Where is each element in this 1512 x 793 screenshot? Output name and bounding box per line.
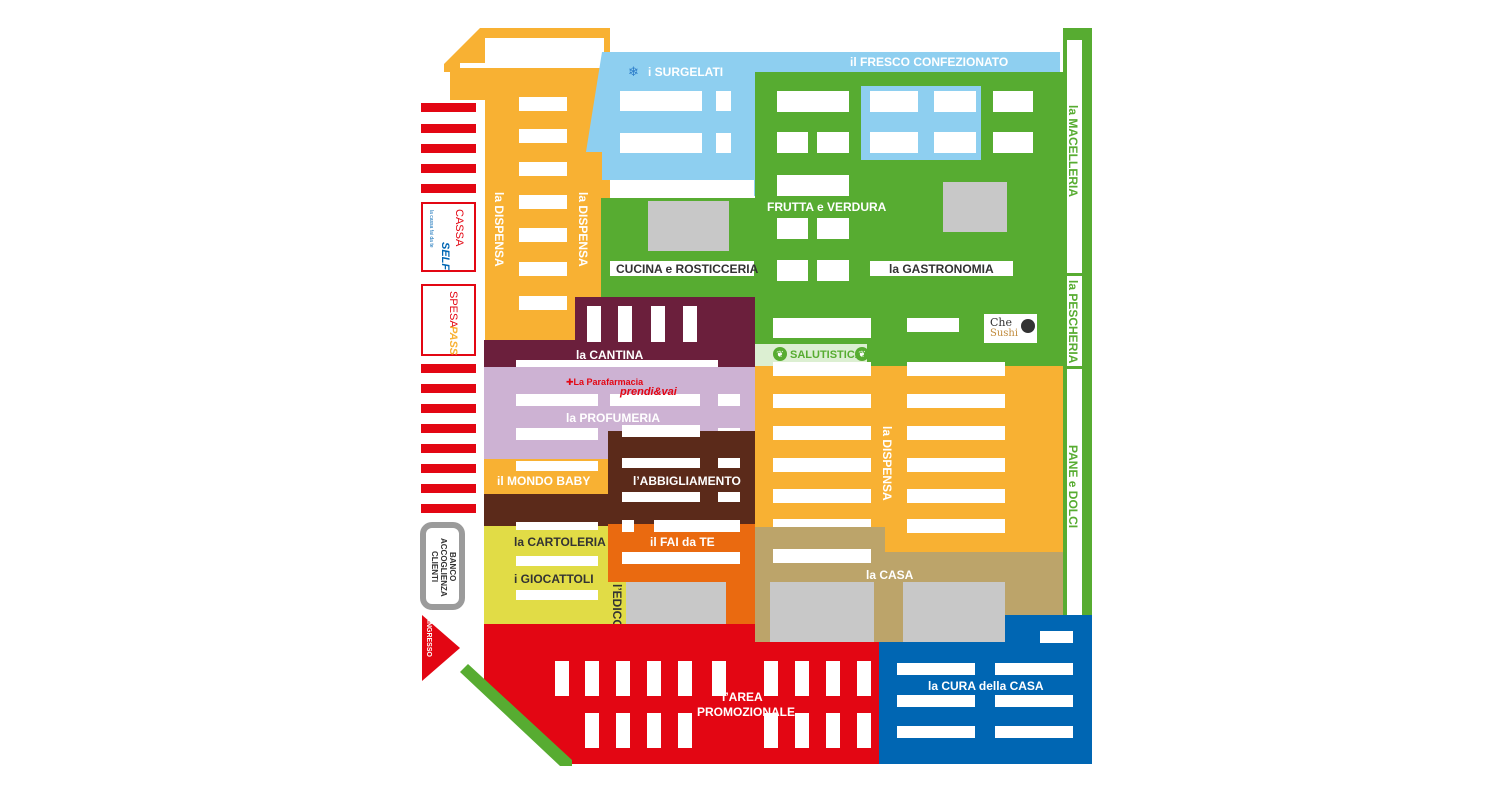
area-label-line-1: l’AREA bbox=[722, 690, 763, 704]
checkout-lane bbox=[421, 484, 476, 493]
cassa-self-sign: CASSA SELF la cassa fai da te bbox=[421, 202, 476, 272]
checkout-lane bbox=[421, 384, 476, 393]
checkout-lane bbox=[421, 404, 476, 413]
banco-accoglienza: BANCO ACCOGLIENZA CLIENTI bbox=[420, 522, 465, 610]
dispensa-right-label: la DISPENSA bbox=[880, 426, 894, 501]
checkout-lane bbox=[421, 184, 476, 193]
banco-line-3: CLIENTI bbox=[430, 551, 439, 583]
leaf-icon: ❦ bbox=[773, 347, 787, 361]
checkout-lane bbox=[421, 444, 476, 453]
pescheria-label: la PESCHERIA bbox=[1066, 280, 1080, 364]
banco-line-1: BANCO bbox=[448, 552, 457, 582]
ingresso-arrow bbox=[422, 615, 460, 681]
snowflake-icon: ❄ bbox=[628, 64, 639, 79]
checkout-lane bbox=[421, 424, 476, 433]
pane-label: PANE e DOLCI bbox=[1066, 445, 1080, 529]
mondo-baby-label: il MONDO BABY bbox=[497, 474, 591, 488]
fresco-label: il FRESCO CONFEZIONATO bbox=[850, 55, 1009, 69]
checkout-lane bbox=[421, 364, 476, 373]
checkout-lane bbox=[421, 464, 476, 473]
area-label-line-2: PROMOZIONALE bbox=[697, 705, 795, 719]
profumeria-label: la PROFUMERIA bbox=[566, 411, 661, 425]
abbigliamento-zone bbox=[608, 431, 755, 524]
cassa-self-label-a: CASSA bbox=[453, 209, 465, 247]
dispensa-left-label-1: la DISPENSA bbox=[492, 192, 506, 267]
leaf-icon: ❦ bbox=[855, 347, 869, 361]
spesa-pass-label-a: SPESA bbox=[447, 291, 459, 328]
giocattoli-label: i GIOCATTOLI bbox=[514, 572, 594, 586]
dispensa-left-label-2: la DISPENSA bbox=[576, 192, 590, 267]
cantina-label: la CANTINA bbox=[576, 348, 644, 362]
dispensa-left-zone bbox=[444, 28, 610, 343]
casa-label: la CASA bbox=[866, 568, 914, 582]
checkout-lane bbox=[421, 103, 476, 112]
ingresso-label: INGRESSO bbox=[425, 620, 432, 657]
che-sushi-logo: Che Sushi bbox=[984, 314, 1037, 343]
frutta-label: FRUTTA e VERDURA bbox=[767, 200, 887, 214]
banco-line-2: ACCOGLIENZA bbox=[439, 537, 448, 597]
cassa-self-label-b: SELF bbox=[439, 242, 451, 271]
abbigliamento-label: l’ABBIGLIAMENTO bbox=[633, 474, 741, 488]
spesa-pass-label-b: PASS bbox=[447, 326, 459, 356]
checkout-lane bbox=[421, 164, 476, 173]
gastronomia-label: la GASTRONOMIA bbox=[889, 262, 994, 276]
checkout-lane bbox=[421, 504, 476, 513]
cross-icon: ✚ bbox=[566, 377, 574, 387]
surgelati-label: i SURGELATI bbox=[648, 65, 724, 79]
checkout-lane bbox=[421, 144, 476, 153]
cartoleria-label: la CARTOLERIA bbox=[514, 535, 606, 549]
checkout-lane bbox=[421, 124, 476, 133]
cassa-self-tagline: la cassa fai da te bbox=[428, 210, 434, 248]
cartoleria-zone bbox=[484, 526, 610, 624]
parafarmacia-logo: ✚La Parafarmacia prendi&vai bbox=[566, 377, 677, 398]
fai-da-te-label: il FAI da TE bbox=[650, 535, 715, 549]
salutistica-label: SALUTISTICA bbox=[790, 349, 863, 361]
cura-casa-label: la CURA della CASA bbox=[928, 679, 1044, 693]
cucina-label: CUCINA e ROSTICCERIA bbox=[616, 262, 759, 276]
piante-fiori-zone bbox=[460, 664, 572, 766]
cantina-zone bbox=[575, 297, 755, 342]
macelleria-label: la MACELLERIA bbox=[1066, 105, 1080, 198]
spesa-pass-sign: SPESA PASS bbox=[421, 284, 476, 356]
